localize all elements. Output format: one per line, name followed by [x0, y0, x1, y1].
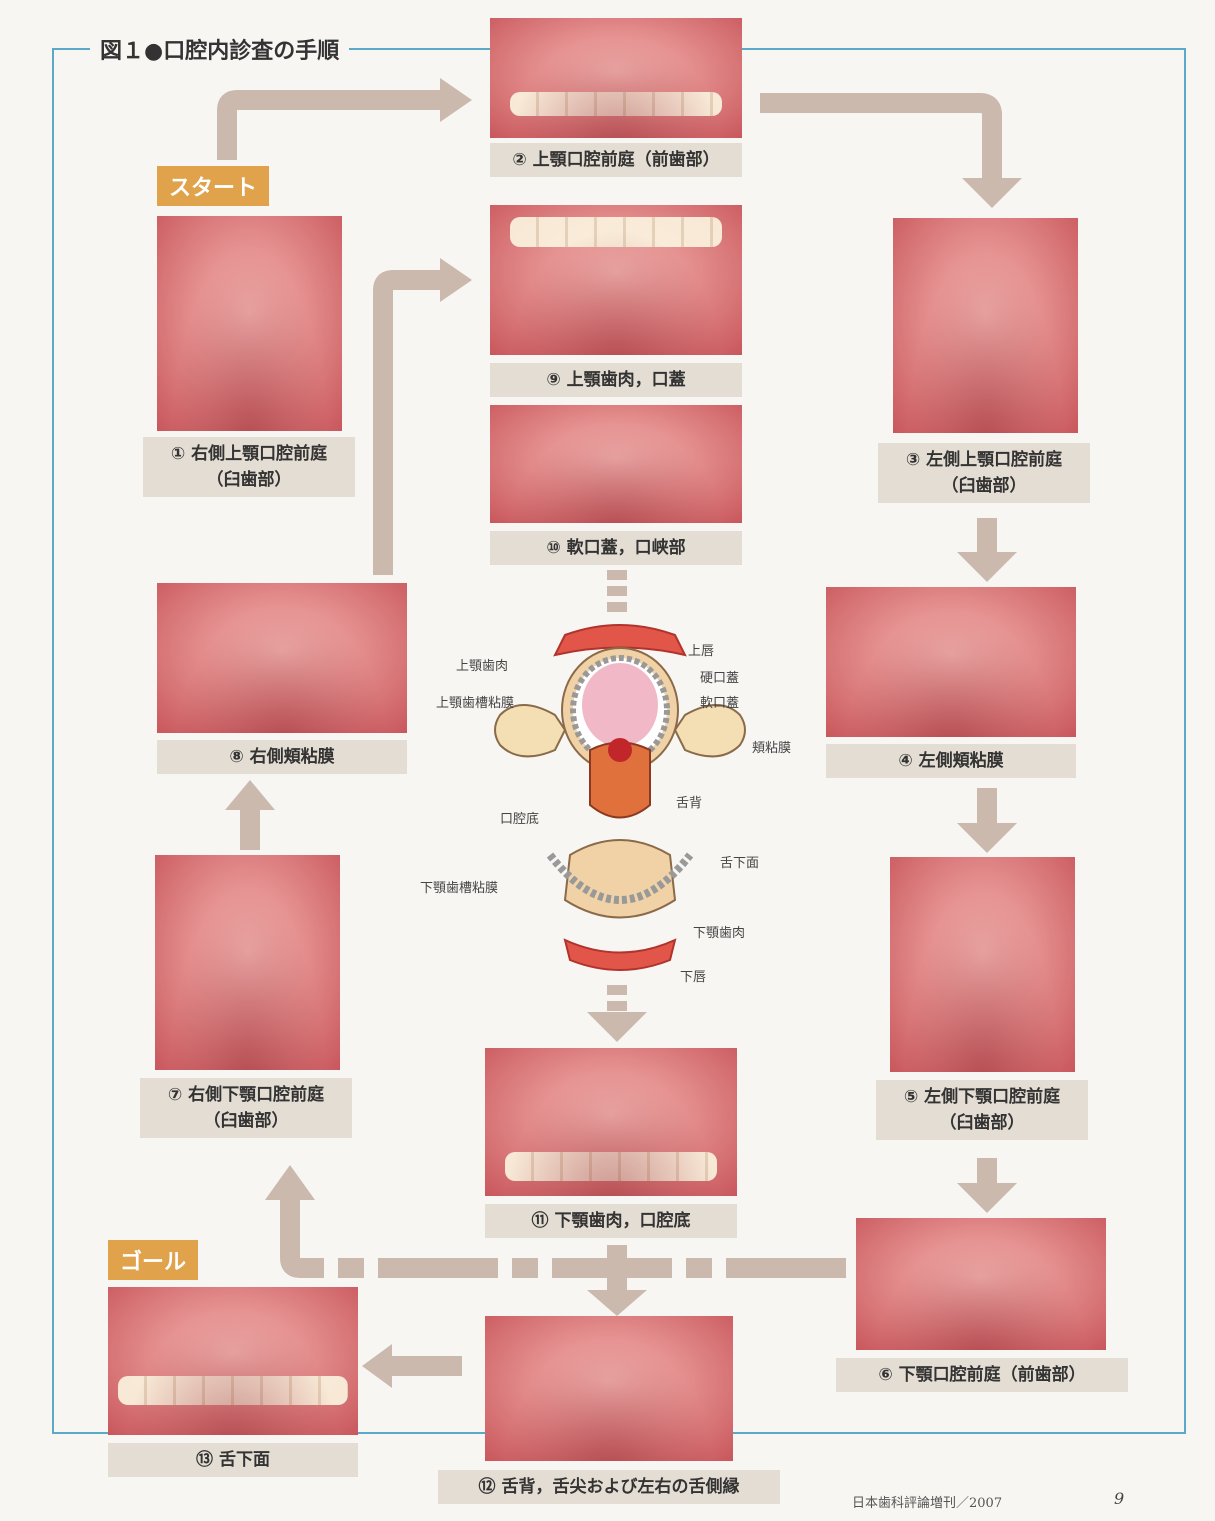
page-number: 9 — [1114, 1489, 1124, 1508]
label-step-12: ⑫ 舌背，舌尖および左右の舌側縁 — [438, 1470, 780, 1504]
photo-step-1 — [157, 216, 342, 431]
photo-step-13 — [108, 1287, 358, 1435]
diagram-label-tongue-underside: 舌下面 — [720, 852, 759, 871]
diagram-label-lower-alveolar-mucosa: 下顎歯槽粘膜 — [420, 877, 498, 896]
arrow-2-to-3 — [760, 103, 992, 178]
label-step-4: ④ 左側頬粘膜 — [826, 744, 1076, 778]
label-step-1: ① 右側上顎口腔前庭（臼歯部） — [143, 437, 355, 497]
photo-step-6 — [856, 1218, 1106, 1350]
photo-step-3 — [893, 218, 1078, 433]
photo-step-12 — [485, 1316, 733, 1461]
label-step-9: ⑨ 上顎歯肉，口蓋 — [490, 363, 742, 397]
arrow-8-to-9 — [383, 280, 440, 575]
photo-step-10 — [490, 405, 742, 523]
label-step-3: ③ 左側上顎口腔前庭（臼歯部） — [878, 443, 1090, 503]
label-step-10: ⑩ 軟口蓋，口峡部 — [490, 531, 742, 565]
label-step-2: ② 上顎口腔前庭（前歯部） — [490, 143, 742, 177]
photo-step-2 — [490, 18, 742, 138]
diagram-label-lower-gingiva: 下顎歯肉 — [693, 922, 745, 941]
photo-step-9 — [490, 205, 742, 355]
label-step-6: ⑥ 下顎口腔前庭（前歯部） — [836, 1358, 1128, 1392]
photo-step-4 — [826, 587, 1076, 737]
diagram-label-hard-palate: 硬口蓋 — [700, 667, 739, 686]
photo-step-8 — [157, 583, 407, 733]
goal-badge: ゴール — [108, 1240, 198, 1280]
diagram-label-floor-of-mouth: 口腔底 — [500, 808, 539, 827]
photo-step-7 — [155, 855, 340, 1070]
diagram-label-upper-alveolar-mucosa: 上顎歯槽粘膜 — [436, 692, 514, 711]
diagram-label-soft-palate: 軟口蓋 — [700, 692, 739, 711]
diagram-label-upper-lip: 上唇 — [688, 640, 714, 659]
label-step-11: ⑪ 下顎歯肉，口腔底 — [485, 1204, 737, 1238]
label-step-5: ⑤ 左側下顎口腔前庭（臼歯部） — [876, 1080, 1088, 1140]
footer-source: 日本歯科評論増刊／2007 — [852, 1492, 1002, 1511]
figure-title: 図１●口腔内診査の手順 — [90, 33, 349, 65]
label-step-13: ⑬ 舌下面 — [108, 1443, 358, 1477]
photo-step-11 — [485, 1048, 737, 1196]
diagram-label-buccal-mucosa: 頬粘膜 — [752, 737, 791, 756]
diagram-label-lower-lip: 下唇 — [680, 966, 706, 985]
arrow-start-to-2 — [227, 100, 440, 160]
start-badge: スタート — [157, 166, 269, 206]
diagram-label-tongue-dorsum: 舌背 — [676, 792, 702, 811]
label-step-8: ⑧ 右側頬粘膜 — [157, 740, 407, 774]
label-step-7: ⑦ 右側下顎口腔前庭（臼歯部） — [140, 1078, 352, 1138]
photo-step-5 — [890, 857, 1075, 1072]
diagram-label-upper-gingiva: 上顎歯肉 — [456, 655, 508, 674]
